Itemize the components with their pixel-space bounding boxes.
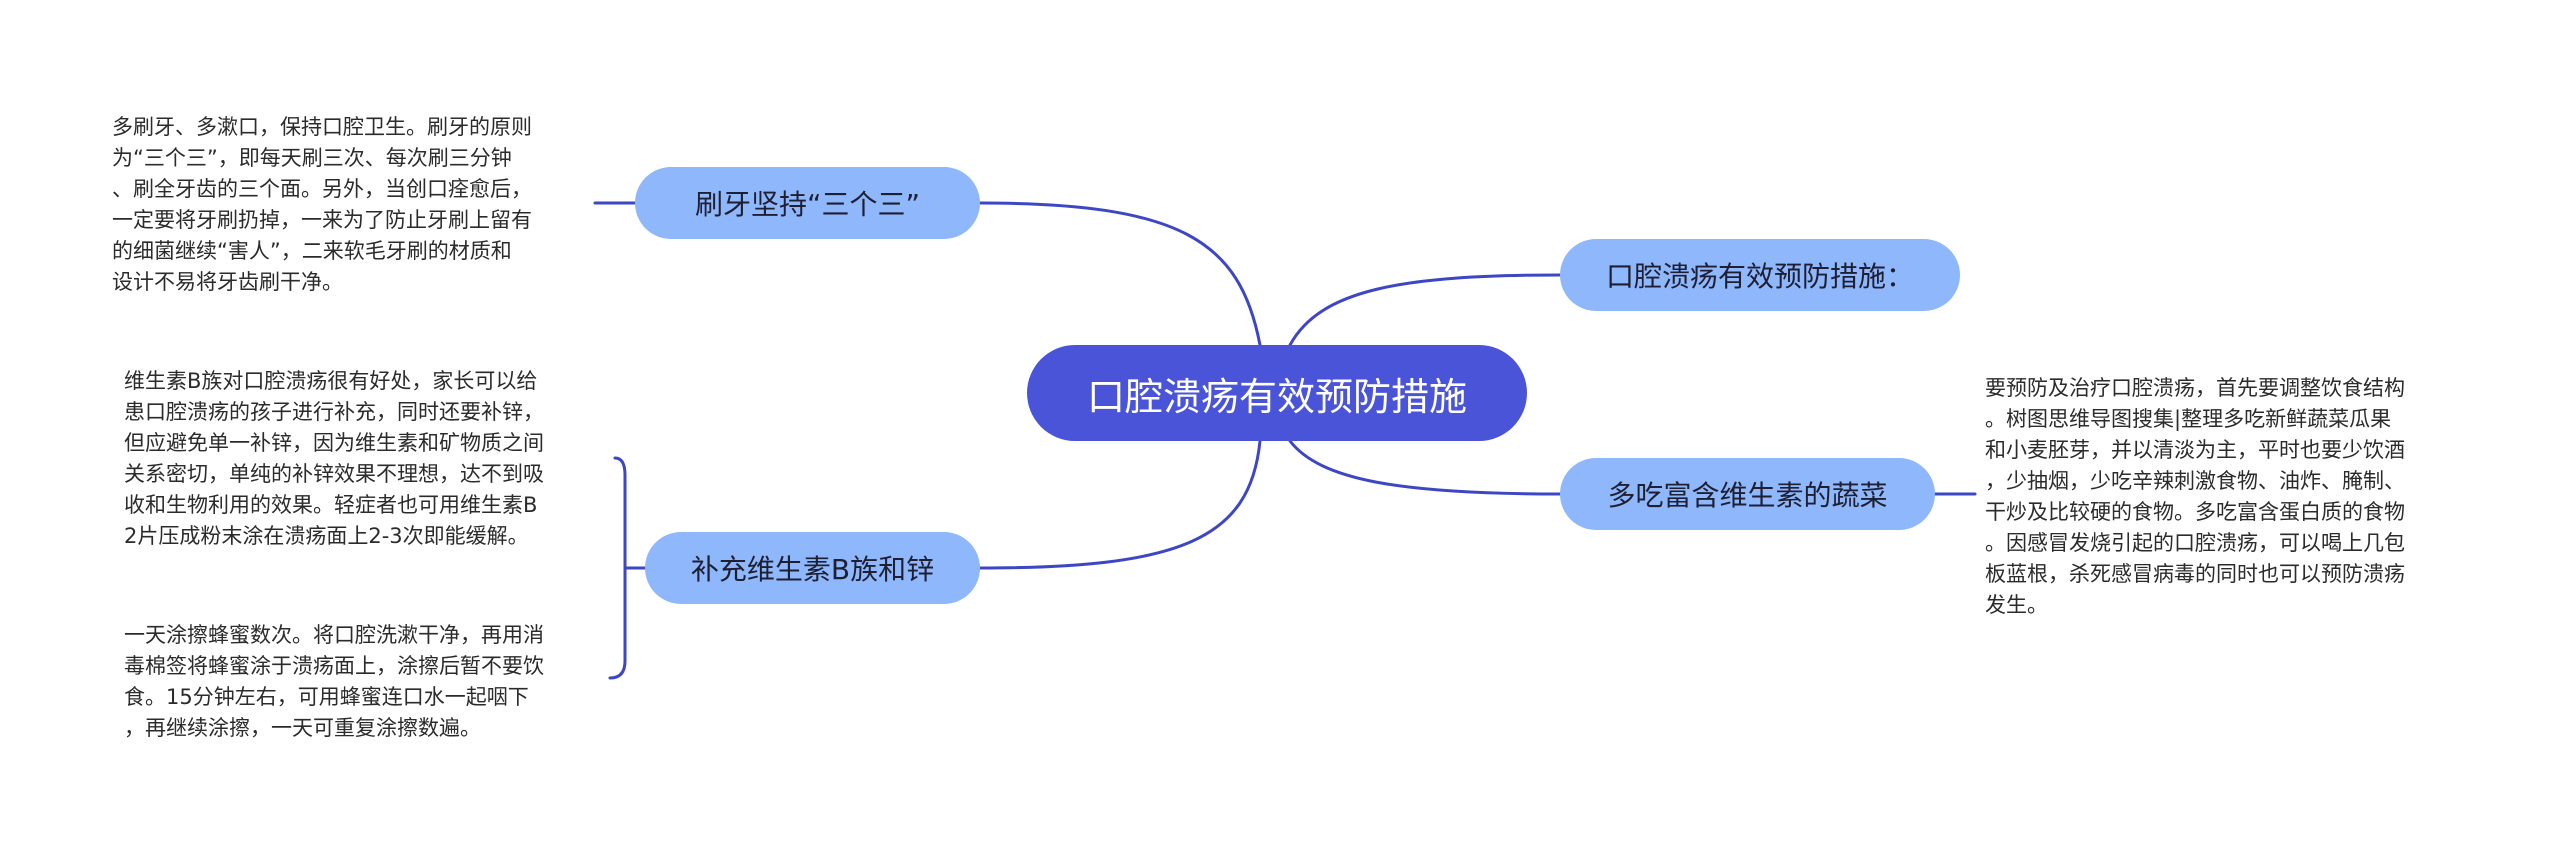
topic-supplement-label: 补充维生素B族和锌 [690, 553, 935, 586]
root-topic[interactable]: 口腔溃疡有效预防措施 [1027, 345, 1527, 441]
note-brushing: 多刷牙、多漱口，保持口腔卫生。刷牙的原则 为“三个三”，即每天刷三次、每次刷三分… [112, 115, 532, 294]
note-supplement-honey: 一天涂擦蜂蜜数次。将口腔洗漱干净，再用消 毒棉签将蜂蜜涂于溃疡面上，涂擦后暂不要… [124, 623, 544, 740]
connector-root-supplement [978, 439, 1262, 570]
note-vegetables: 要预防及治疗口腔溃疡，首先要调整饮食结构 。树图思维导图搜集|整理多吃新鲜蔬菜瓜… [1985, 376, 2405, 617]
topic-supplement[interactable]: 补充维生素B族和锌 [645, 532, 980, 604]
bracket-supplement-notes [608, 456, 627, 680]
connector-root-brushing [978, 201, 1262, 347]
topic-vegetables-label: 多吃富含维生素的蔬菜 [1607, 479, 1888, 512]
topic-measures-label: 口腔溃疡有效预防措施： [1605, 260, 1914, 293]
root-topic-label: 口腔溃疡有效预防措施 [1086, 374, 1467, 419]
connector-root-measures [1288, 273, 1562, 347]
topic-brushing[interactable]: 刷牙坚持“三个三” [635, 167, 980, 239]
connector-root-vegetables [1288, 439, 1562, 496]
topic-vegetables[interactable]: 多吃富含维生素的蔬菜 [1560, 458, 1935, 530]
note-supplement-vitamin: 维生素B族对口腔溃疡很有好处，家长可以给 患口腔溃疡的孩子进行补充，同时还要补锌… [124, 369, 544, 548]
topic-brushing-label: 刷牙坚持“三个三” [694, 188, 920, 221]
topic-measures[interactable]: 口腔溃疡有效预防措施： [1560, 239, 1960, 311]
